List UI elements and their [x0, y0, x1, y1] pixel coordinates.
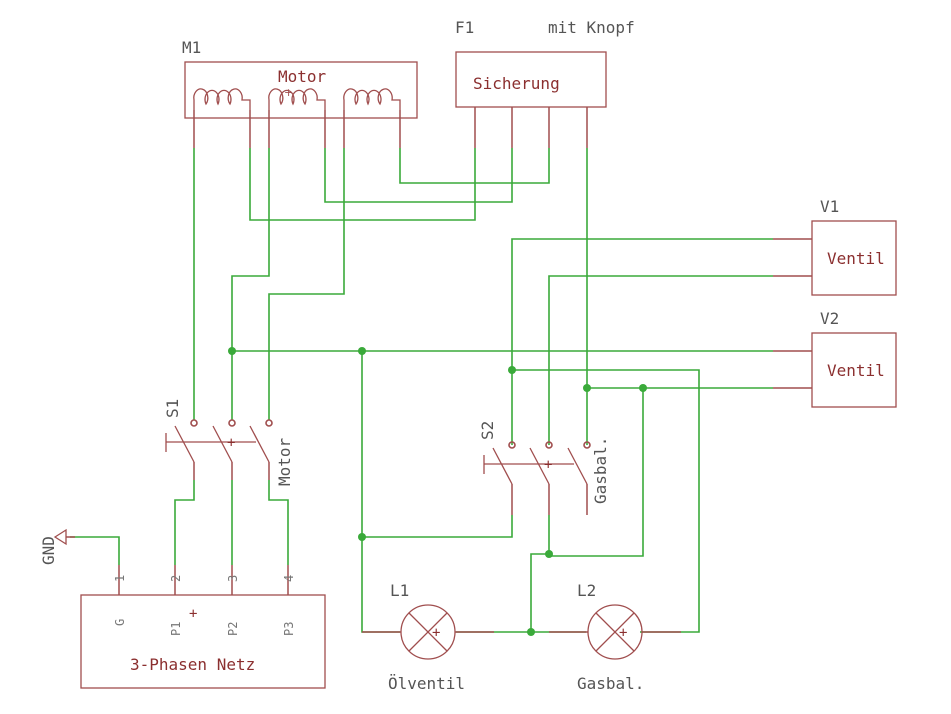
motor-coil-icon	[193, 88, 401, 110]
supply-pin-number: 2	[169, 575, 183, 582]
ground-label: GND	[39, 536, 58, 565]
junction-dot	[358, 533, 366, 541]
valve-v1-refdes: V1	[820, 197, 839, 216]
motor-body	[184, 61, 418, 119]
supply-3phase: 3-Phasen Netz 1 2 3 4 G P1 P2 P3 +	[80, 565, 326, 689]
motor-pins	[193, 110, 401, 148]
motor-origin-mark: +	[284, 86, 293, 99]
motor-m1: M1 Motor +	[182, 38, 418, 148]
switch-s2-contact	[508, 441, 516, 449]
wire-gnd	[70, 536, 120, 565]
wire-v1-bottom	[548, 275, 773, 445]
switch-s2-value: Gasbal.	[591, 437, 610, 504]
supply-pin-name: P2	[226, 622, 240, 636]
valve-v1-body	[811, 220, 897, 296]
wire-motor-coil3b-fuse3	[399, 148, 550, 184]
wire-s2-mid-lamps	[530, 515, 550, 632]
ground-symbol: GND	[39, 528, 75, 565]
switch-s1-contact	[190, 419, 198, 427]
supply-pin-name: P3	[282, 622, 296, 636]
supply-body	[80, 594, 326, 689]
switch-s1-contact	[265, 419, 273, 427]
supply-pin-number: 4	[282, 575, 296, 582]
valve-v2-label: Ventil	[827, 361, 885, 380]
valve-v2: V2 Ventil	[773, 309, 897, 408]
wire-motor-coil1b-fuse1	[249, 148, 476, 221]
fuse-value: mit Knopf	[548, 18, 635, 37]
switch-s2-contact	[583, 441, 591, 449]
lamp-l2: L2 + Gasbal.	[549, 581, 681, 693]
lamp-l2-origin-mark: +	[619, 625, 627, 641]
lamp-l1-origin-mark: +	[432, 625, 440, 641]
valve-v2-body	[811, 332, 897, 408]
supply-pin-name: G	[113, 619, 127, 626]
wire-v1-top	[511, 238, 773, 445]
junction-dot	[527, 628, 535, 636]
fuse-f1: F1 mit Knopf Sicherung	[455, 18, 635, 148]
supply-pin-name: P1	[169, 622, 183, 636]
switch-s1-origin-mark: +	[227, 435, 235, 451]
supply-origin-mark: +	[189, 606, 197, 622]
junction-dot	[545, 550, 553, 558]
switch-s1-value: Motor	[275, 437, 294, 486]
lamp-l2-refdes: L2	[577, 581, 596, 600]
switch-s1-refdes: S1	[163, 399, 182, 418]
switch-s2-contact	[545, 441, 553, 449]
lamp-l1-refdes: L1	[390, 581, 409, 600]
fuse-body	[455, 51, 607, 108]
wire-v2-l-node	[549, 388, 644, 557]
wire-motor-coil2b-fuse2	[324, 148, 513, 203]
switch-s2-refdes: S2	[478, 421, 497, 440]
supply-label: 3-Phasen Netz	[130, 655, 255, 674]
motor-label: Motor	[278, 67, 327, 86]
junction-dot	[583, 384, 591, 392]
fuse-refdes: F1	[455, 18, 474, 37]
switch-s2: S2 Gasbal. +	[478, 421, 610, 515]
supply-pin-number: 1	[113, 575, 127, 582]
fuse-pins	[474, 107, 588, 148]
lamp-l2-value: Gasbal.	[577, 674, 644, 693]
valve-v2-refdes: V2	[820, 309, 839, 328]
lamp-l1-value: Ölventil	[388, 674, 465, 693]
motor-refdes: M1	[182, 38, 201, 57]
switch-s2-origin-mark: +	[544, 457, 552, 473]
junction-dot	[358, 347, 366, 355]
fuse-label: Sicherung	[473, 74, 560, 93]
junctions	[228, 347, 647, 636]
junction-dot	[508, 366, 516, 374]
switch-s1-contact	[228, 419, 236, 427]
wires	[70, 148, 773, 633]
wire-s1-p3	[268, 480, 289, 565]
switch-s1: S1 Motor +	[163, 399, 294, 486]
valve-v1-label: Ventil	[827, 249, 885, 268]
wire-s1-p1	[174, 480, 195, 565]
junction-dot	[639, 384, 647, 392]
supply-pin-number: 3	[226, 575, 240, 582]
junction-dot	[228, 347, 236, 355]
wire-s2-left-l1	[362, 515, 513, 538]
lamp-l1: L1 + Ölventil	[362, 581, 494, 693]
wire-motor-coil3a-s1	[268, 148, 345, 420]
valve-v1: V1 Ventil	[773, 197, 897, 296]
